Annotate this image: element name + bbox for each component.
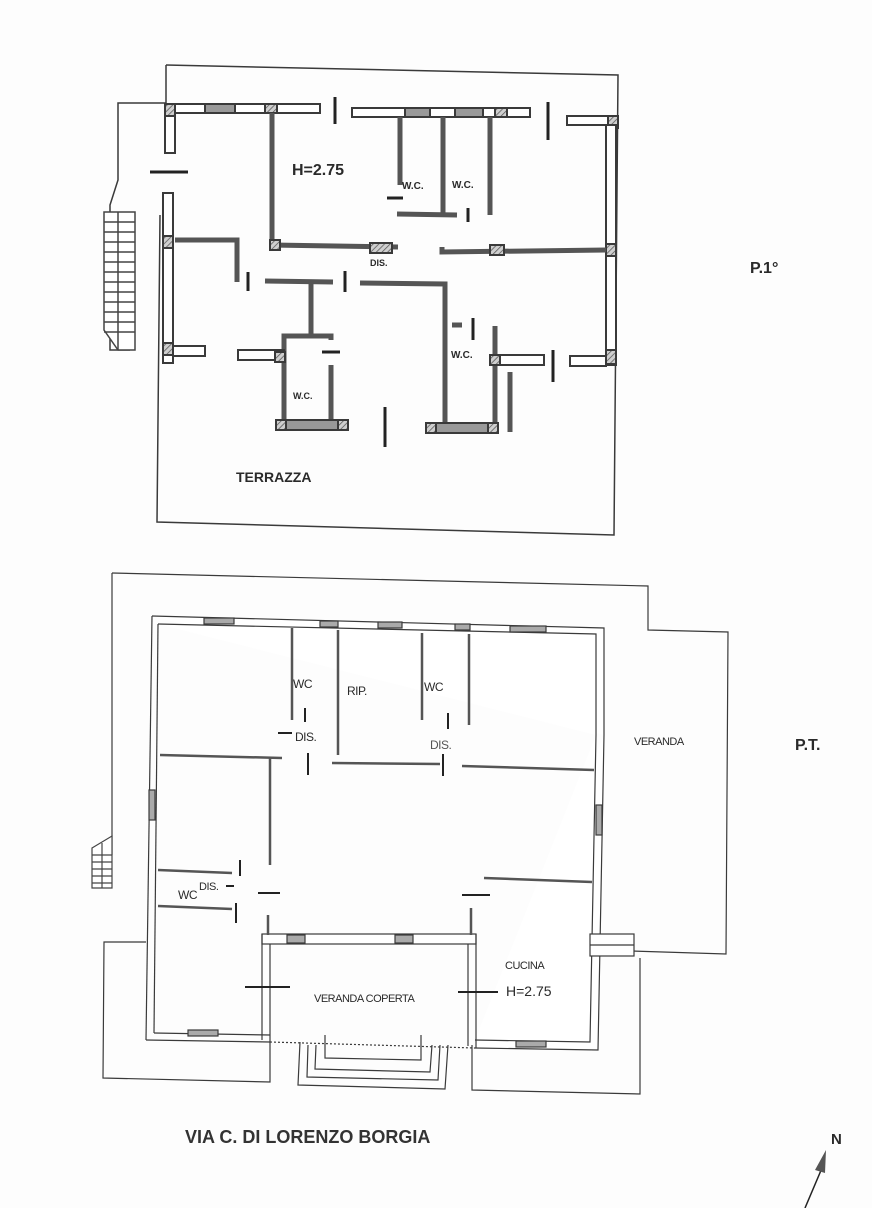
room-label-veranda-coperta: VERANDA COPERTA: [314, 993, 415, 1005]
room-label-wc: WC: [178, 888, 198, 902]
room-label-dis: DIS.: [295, 730, 317, 744]
street-label: VIA C. DI LORENZO BORGIA: [185, 1127, 431, 1147]
room-label-dis: DIS.: [199, 881, 219, 893]
room-label-rip: RIP.: [347, 684, 367, 698]
north-label: N: [831, 1131, 842, 1148]
north-arrow-icon: [804, 1150, 826, 1208]
room-label-dis: DIS.: [370, 258, 388, 268]
ground-floor-plan: [91, 572, 729, 1095]
room-label-cucina: CUCINA: [505, 960, 545, 972]
level-label-first-floor: P.1°: [750, 260, 779, 277]
room-label-terrazza: TERRAZZA: [236, 469, 312, 485]
room-label-wc: WC: [424, 680, 444, 694]
terrace-outline: [156, 64, 619, 536]
room-label-wc: W.C.: [402, 181, 424, 192]
height-label: H=2.75: [292, 162, 345, 179]
room-label-wc: W.C.: [452, 180, 474, 191]
level-label-ground-floor: P.T.: [795, 737, 821, 754]
room-label-wc: WC: [293, 677, 313, 691]
staircase-icon: [103, 211, 136, 351]
first-floor-plan: [103, 64, 619, 536]
staircase-icon: [91, 834, 113, 889]
room-label-dis: DIS.: [430, 738, 452, 752]
room-label-wc: W.C.: [451, 350, 473, 361]
room-label-wc: W.C.: [293, 391, 313, 401]
height-label: H=2.75: [506, 983, 552, 999]
room-label-veranda: VERANDA: [634, 736, 684, 748]
lot-outline: [111, 572, 729, 955]
